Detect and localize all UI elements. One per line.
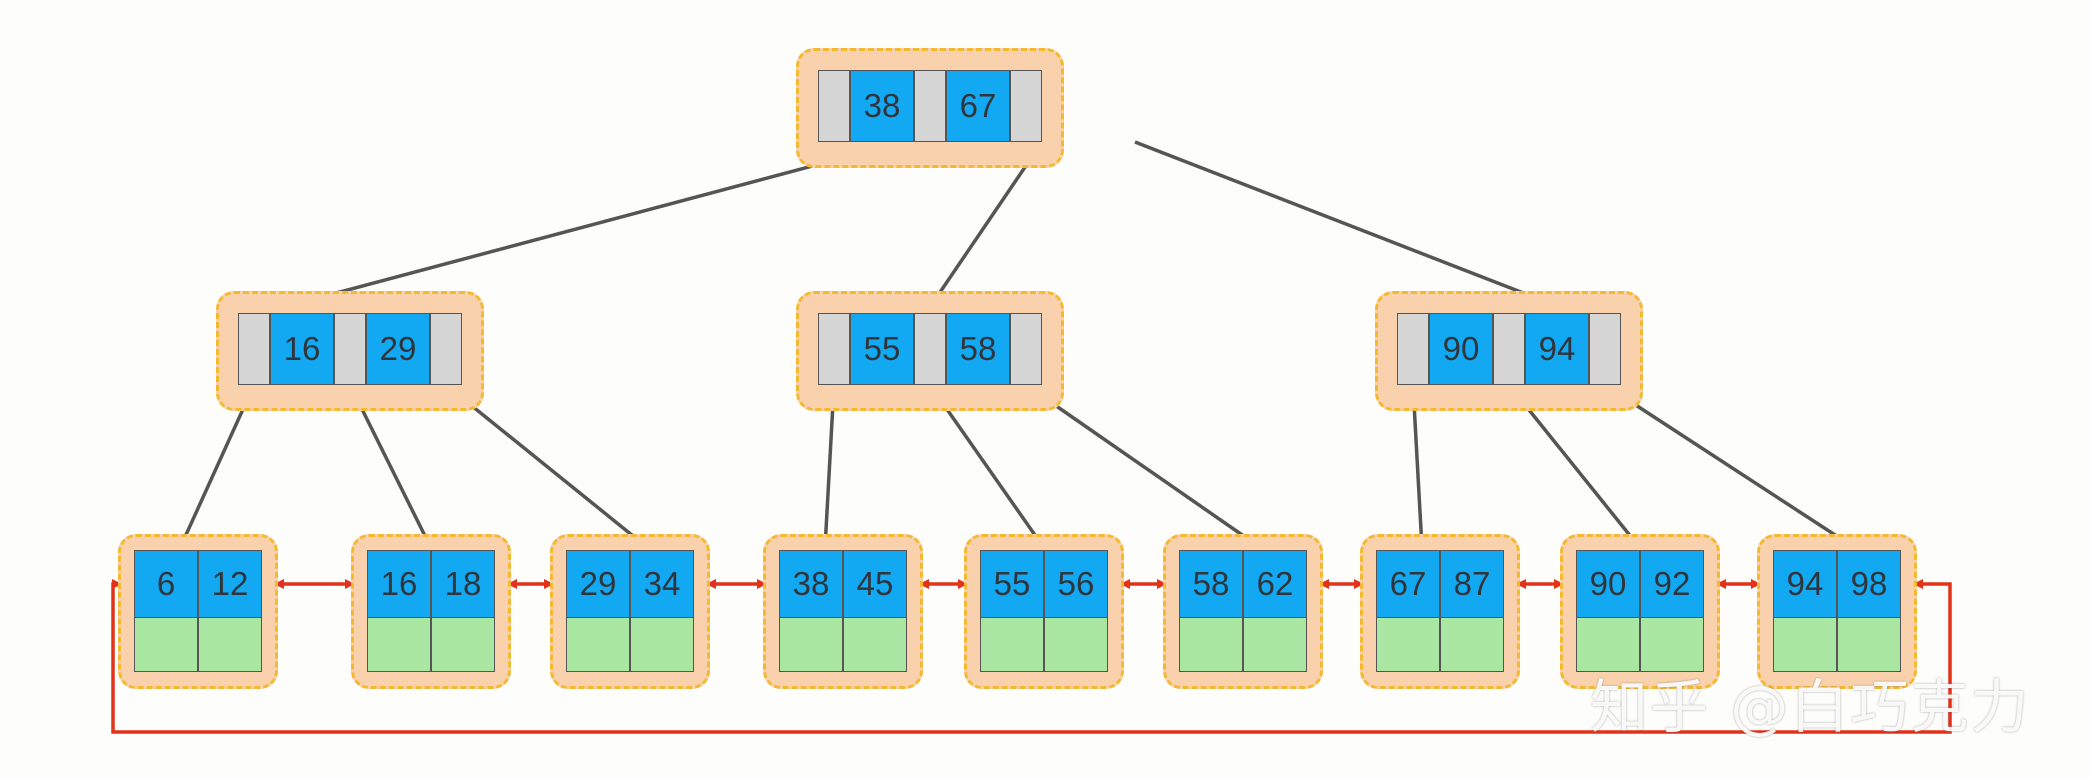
tree-edge — [1604, 383, 1857, 550]
leaf-key-cell: 55 — [980, 550, 1044, 618]
leaf-key-cell: 58 — [1179, 550, 1243, 618]
tree-edge — [1411, 384, 1427, 550]
leaf-data-cell — [1837, 616, 1901, 672]
pointer-cell — [914, 70, 946, 142]
leaf-data-cell — [431, 616, 495, 672]
pointer-cell — [818, 70, 850, 142]
leaf-key-cell: 45 — [843, 550, 907, 618]
leaf-data-cell — [1044, 616, 1108, 672]
leaf-data-cell — [1576, 616, 1640, 672]
leaf-data-cell — [198, 616, 262, 672]
key-cell: 67 — [946, 70, 1010, 142]
leaf-data-cell — [1243, 616, 1307, 672]
key-cell: 38 — [850, 70, 914, 142]
tree-edge — [178, 384, 256, 550]
leaf-data-cell — [779, 616, 843, 672]
key-cell: 58 — [946, 313, 1010, 385]
leaf-key-cell: 16 — [367, 550, 431, 618]
leaf-data-cell — [1440, 616, 1504, 672]
leaf-key-cell: 94 — [1773, 550, 1837, 618]
leaf-key-cell: 87 — [1440, 550, 1504, 618]
leaf-data-cell — [1640, 616, 1704, 672]
watermark: 知乎 @白巧克力 — [1590, 673, 2031, 741]
leaf-links — [111, 579, 1952, 734]
tree-edge — [1134, 140, 1569, 312]
leaf-data-cell — [566, 616, 630, 672]
pointer-cell — [430, 313, 462, 385]
leaf-key-cell: 56 — [1044, 550, 1108, 618]
leaf-wraparound-link — [111, 579, 1952, 734]
key-cell: 55 — [850, 313, 914, 385]
leaf-data-cell — [1773, 616, 1837, 672]
leaf-key-cell: 12 — [198, 550, 262, 618]
tree-edge — [820, 384, 836, 550]
leaf-data-cell — [843, 616, 907, 672]
pointer-cell — [1397, 313, 1429, 385]
tree-edge — [1025, 383, 1263, 550]
leaf-data-cell — [980, 616, 1044, 672]
tree-edge — [928, 144, 1042, 309]
pointer-cell — [1589, 313, 1621, 385]
tree-edge — [278, 138, 911, 311]
leaf-key-cell: 34 — [630, 550, 694, 618]
pointer-cell — [914, 313, 946, 385]
leaf-key-cell: 67 — [1376, 550, 1440, 618]
leaf-data-cell — [630, 616, 694, 672]
leaf-data-cell — [1376, 616, 1440, 672]
tree-edge — [928, 383, 1046, 550]
leaf-key-cell: 62 — [1243, 550, 1307, 618]
leaf-key-cell: 92 — [1640, 550, 1704, 618]
leaf-data-cell — [134, 616, 198, 672]
key-cell: 94 — [1525, 313, 1589, 385]
pointer-cell — [818, 313, 850, 385]
leaf-key-cell: 90 — [1576, 550, 1640, 618]
key-cell: 29 — [366, 313, 430, 385]
pointer-cell — [238, 313, 270, 385]
leaf-key-cell: 29 — [566, 550, 630, 618]
leaf-key-cell: 6 — [134, 550, 198, 618]
leaf-key-cell: 18 — [431, 550, 495, 618]
pointer-cell — [334, 313, 366, 385]
tree-edge — [444, 383, 650, 550]
tree-edges — [178, 138, 1857, 550]
leaf-data-cell — [1179, 616, 1243, 672]
leaf-data-cell — [367, 616, 431, 672]
leaf-key-cell: 98 — [1837, 550, 1901, 618]
key-cell: 90 — [1429, 313, 1493, 385]
tree-edge — [348, 384, 433, 550]
pointer-cell — [1010, 313, 1042, 385]
tree-edge — [1507, 383, 1642, 550]
key-cell: 16 — [270, 313, 334, 385]
pointer-cell — [1010, 70, 1042, 142]
leaf-key-cell: 38 — [779, 550, 843, 618]
pointer-cell — [1493, 313, 1525, 385]
